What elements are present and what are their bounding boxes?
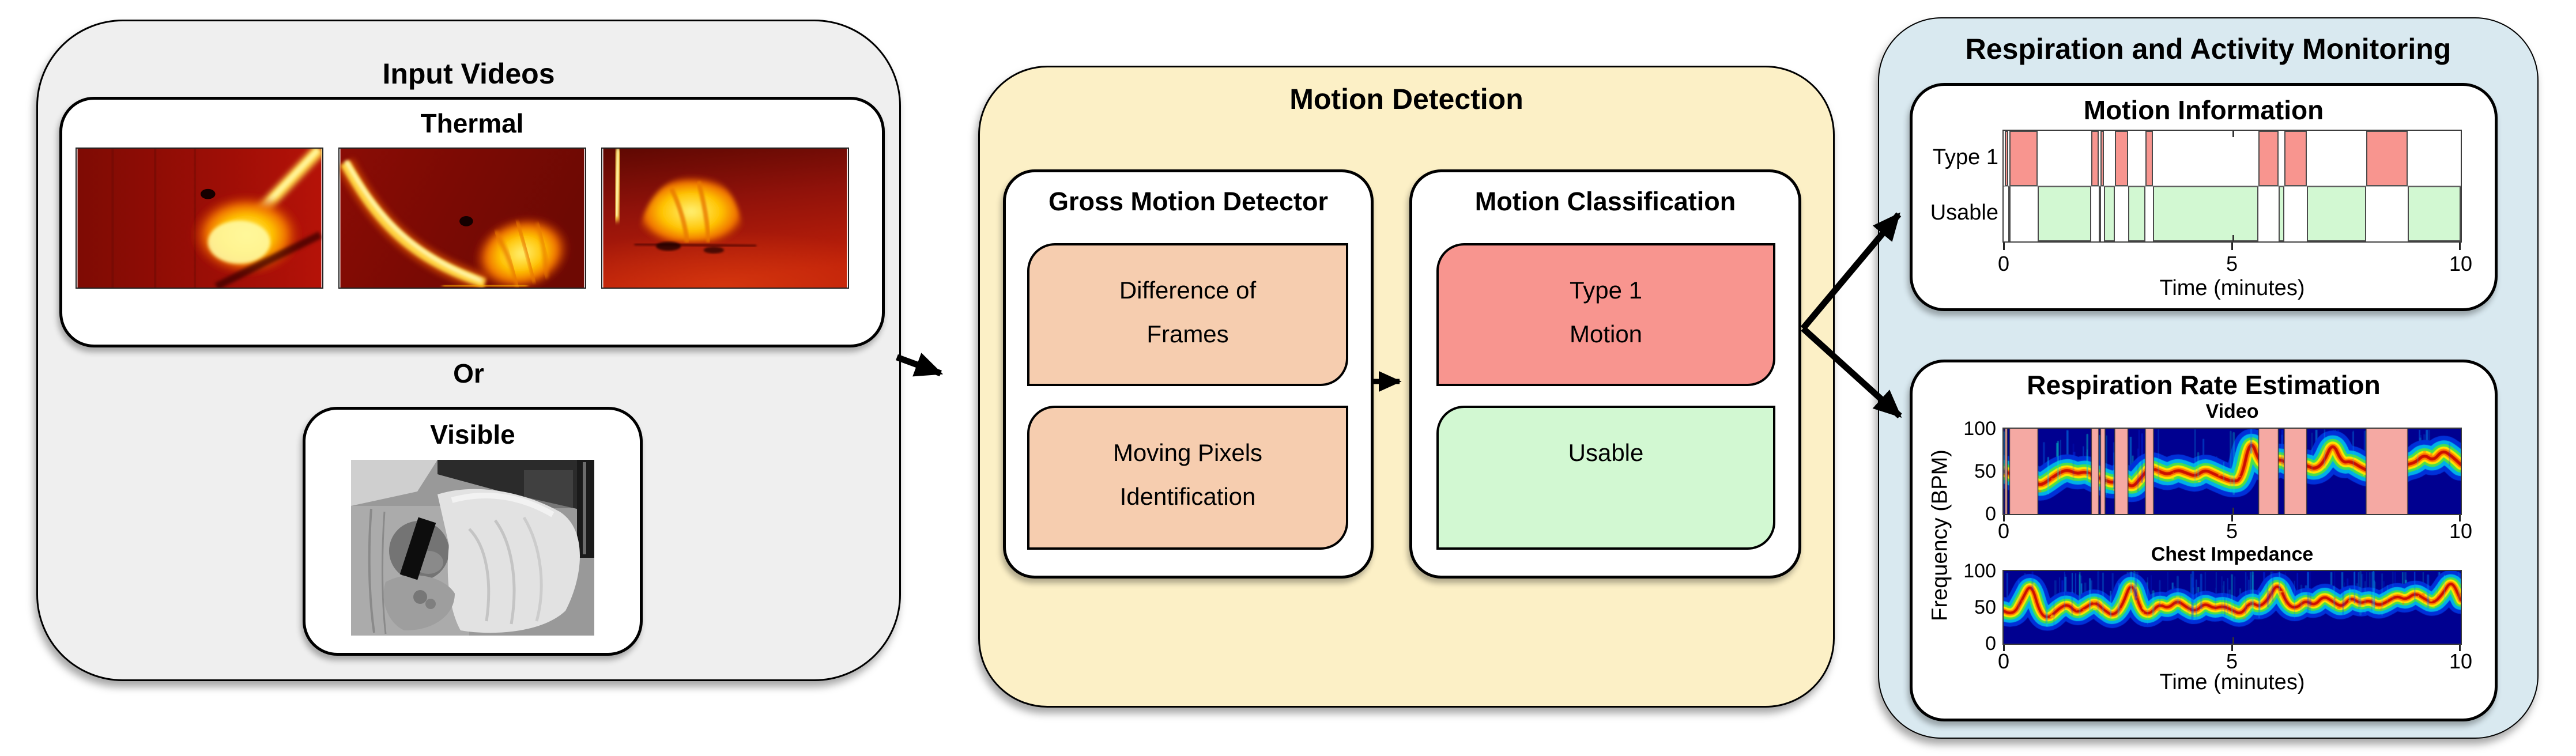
motion-information-box: Motion Information Type 1 Usable 0 5 10 … bbox=[1910, 83, 2498, 311]
timeline-segment bbox=[2098, 186, 2101, 241]
usable-timeline-row bbox=[2004, 186, 2461, 241]
timeline-segment bbox=[2009, 131, 2038, 186]
y-tick-label: 50 bbox=[1974, 460, 1996, 482]
y-tick-label: 100 bbox=[1963, 418, 1996, 440]
chest-spectrogram-canvas bbox=[2004, 571, 2461, 644]
timeline-segment bbox=[2408, 186, 2461, 241]
timeline-segment bbox=[2278, 186, 2284, 241]
timeline-segment bbox=[2306, 186, 2366, 241]
thermal-frame-2-image bbox=[338, 148, 586, 289]
x-tick-label: 5 bbox=[2226, 519, 2238, 543]
axis-tick bbox=[2003, 645, 2005, 651]
axis-tick bbox=[2459, 645, 2461, 651]
x-tick-label: 10 bbox=[2449, 252, 2473, 275]
axis-tick bbox=[2459, 243, 2461, 250]
motion-info-row-label-usable: Usable bbox=[1930, 201, 1998, 225]
timeline-segment bbox=[2284, 131, 2307, 186]
thermal-frame-1-image bbox=[76, 148, 323, 289]
timeline-segment bbox=[2366, 131, 2408, 186]
difference-of-frames-box: Difference of Frames bbox=[1027, 243, 1348, 386]
motion-information-title: Motion Information bbox=[2083, 95, 2324, 125]
respiration-rate-box: Respiration Rate Estimation Video Freque… bbox=[1910, 360, 2498, 721]
thermal-box: Thermal bbox=[59, 97, 885, 347]
type1-timeline-row bbox=[2004, 131, 2461, 186]
x-axis-label: Time (minutes) bbox=[2159, 276, 2305, 300]
axis-tick bbox=[2003, 515, 2005, 521]
thermal-frame-3-image bbox=[601, 148, 849, 289]
x-tick-label: 10 bbox=[2449, 519, 2473, 543]
axis-tick bbox=[2003, 243, 2005, 250]
timeline-segment bbox=[2258, 131, 2279, 186]
input-videos-title: Input Videos bbox=[382, 58, 555, 90]
timeline-segment bbox=[2005, 131, 2008, 186]
timeline-segment bbox=[2100, 131, 2104, 186]
visible-box: Visible bbox=[303, 407, 643, 656]
gross-motion-detector-box: Gross Motion Detector Difference of Fram… bbox=[1003, 169, 1374, 579]
video-spectrogram-canvas bbox=[2004, 429, 2461, 514]
axis-tick bbox=[2231, 515, 2233, 521]
y-tick-label: 100 bbox=[1963, 560, 1996, 582]
timeline-segment bbox=[2091, 131, 2099, 186]
timeline-segment bbox=[2128, 186, 2145, 241]
axis-tick bbox=[2459, 515, 2461, 521]
x-tick-label: 0 bbox=[1997, 252, 2010, 275]
axis-tick bbox=[2231, 645, 2233, 651]
timeline-segment bbox=[2008, 186, 2011, 241]
axis-tick bbox=[2232, 235, 2234, 241]
motion-detection-title: Motion Detection bbox=[1289, 83, 1523, 115]
motion-classification-box: Motion Classification Type 1 Motion Usab… bbox=[1409, 169, 1801, 579]
visible-label: Visible bbox=[430, 419, 515, 449]
chest-spectrogram-plot bbox=[2002, 570, 2462, 645]
video-spectrogram-plot bbox=[2002, 428, 2462, 515]
motion-information-plot bbox=[2002, 130, 2462, 243]
timeline-segment bbox=[2152, 186, 2259, 241]
chest-impedance-subplot-title: Chest Impedance bbox=[2151, 543, 2314, 565]
visible-frame-image bbox=[351, 460, 594, 636]
monitoring-panel: Respiration and Activity Monitoring Moti… bbox=[1878, 17, 2539, 739]
type-1-motion-box: Type 1 Motion bbox=[1436, 243, 1775, 386]
input-videos-panel: Input Videos Thermal bbox=[36, 20, 901, 681]
moving-pixels-identification-box: Moving Pixels Identification bbox=[1027, 406, 1348, 550]
x-axis-label: Time (minutes) bbox=[2159, 670, 2305, 694]
monitoring-title: Respiration and Activity Monitoring bbox=[1965, 33, 2451, 65]
x-tick-label: 5 bbox=[2226, 649, 2238, 673]
motion-info-row-label-type1: Type 1 bbox=[1932, 145, 1998, 169]
gross-motion-detector-title: Gross Motion Detector bbox=[1048, 187, 1329, 216]
y-tick-label: 50 bbox=[1974, 596, 1996, 618]
thermal-label: Thermal bbox=[420, 108, 524, 138]
axis-tick bbox=[2232, 508, 2234, 514]
usable-box: Usable bbox=[1436, 406, 1775, 550]
x-tick-label: 0 bbox=[1997, 519, 2010, 543]
x-tick-label: 5 bbox=[2226, 252, 2238, 275]
arrow-input-to-motion bbox=[896, 353, 944, 377]
timeline-segment bbox=[2104, 186, 2115, 241]
video-subplot-title: Video bbox=[2205, 400, 2259, 422]
axis-tick bbox=[2231, 243, 2233, 250]
timeline-segment bbox=[2145, 131, 2153, 186]
x-tick-label: 10 bbox=[2449, 649, 2473, 673]
y-tick-label: 0 bbox=[1985, 633, 1996, 655]
respiration-rate-title: Respiration Rate Estimation bbox=[2027, 370, 2381, 400]
timeline-segment bbox=[2114, 131, 2128, 186]
or-label: Or bbox=[453, 358, 484, 388]
x-tick-label: 0 bbox=[1997, 649, 2010, 673]
timeline-segment bbox=[2038, 186, 2092, 241]
axis-tick bbox=[2232, 131, 2234, 137]
row-divider-line bbox=[2004, 186, 2461, 187]
y-tick-label: 0 bbox=[1985, 503, 1996, 525]
axis-tick bbox=[2232, 637, 2234, 644]
motion-classification-title: Motion Classification bbox=[1474, 187, 1736, 216]
motion-detection-panel: Motion Detection Gross Motion Detector D… bbox=[978, 66, 1835, 708]
